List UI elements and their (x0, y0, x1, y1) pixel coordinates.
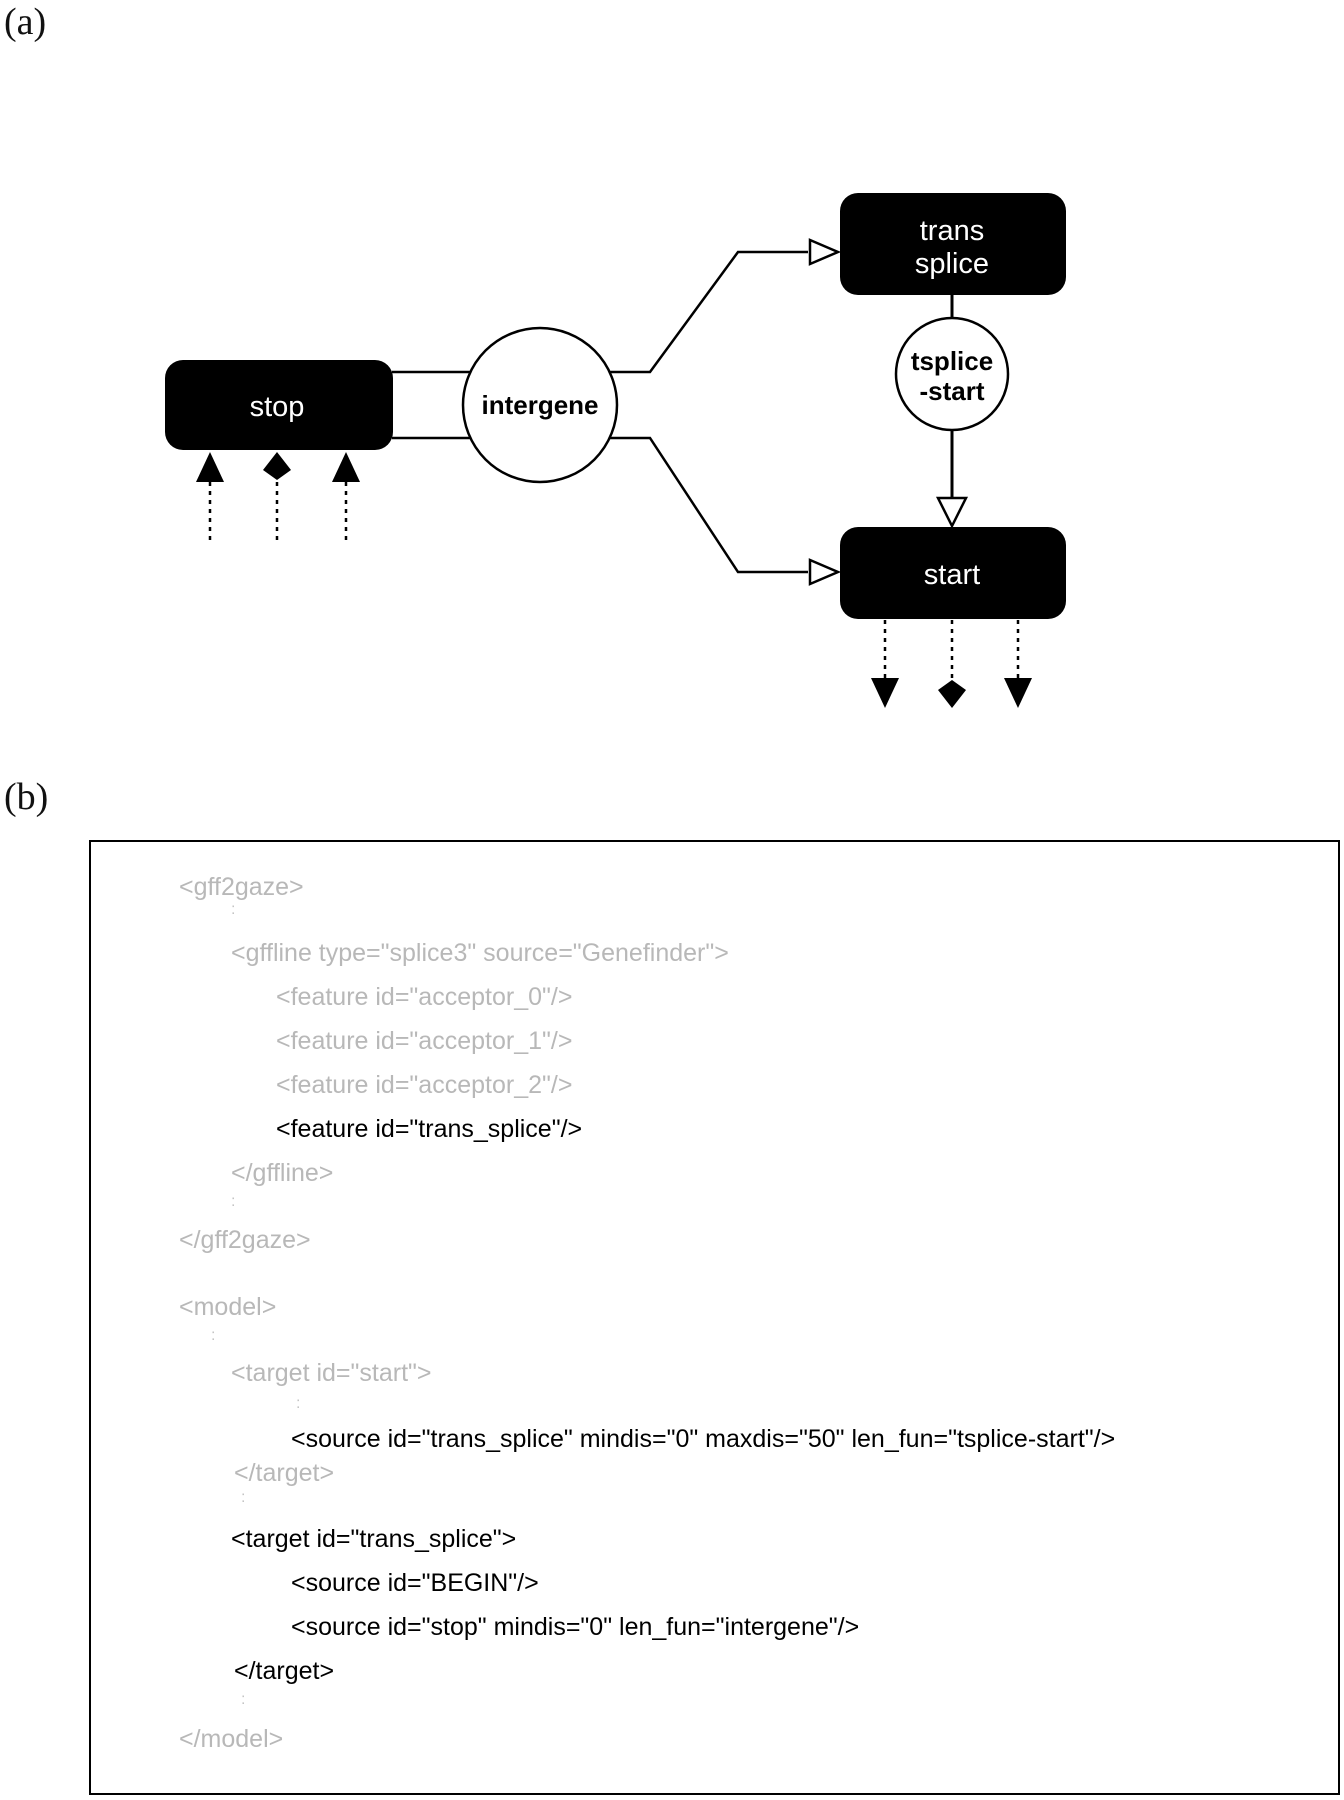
ellipsis-mark: : (296, 1395, 301, 1412)
xml-line-feature-acceptor-0: <feature id="acceptor_0"/> (276, 983, 573, 1011)
xml-line-source-begin: <source id="BEGIN"/> (291, 1569, 539, 1597)
xml-line-gff2gaze-open: <gff2gaze> (179, 873, 304, 901)
xml-line-target-trans-splice-open: <target id="trans_splice"> (231, 1525, 517, 1553)
xml-line-target-start-close: </target> (234, 1459, 335, 1487)
incoming-arrow-3 (332, 452, 360, 482)
edge-intergene-start (605, 436, 808, 574)
arrowhead-start-vertical (935, 496, 969, 529)
xml-line-target-trans-splice-close: </target> (234, 1657, 335, 1685)
xml-line-gff2gaze-close: </gff2gaze> (179, 1226, 311, 1254)
circle-intergene (461, 326, 619, 484)
circle-tsplice-start (894, 316, 1010, 432)
incoming-arrow-2 (263, 452, 291, 480)
ellipsis-mark: : (231, 1193, 236, 1210)
ellipsis-mark: : (211, 1327, 216, 1344)
outgoing-arrow-3 (1004, 678, 1032, 708)
xml-line-gffline-close: </gffline> (231, 1159, 334, 1187)
outgoing-arrow-2 (938, 680, 966, 708)
xml-line-source-stop: <source id="stop" mindis="0" len_fun="in… (291, 1613, 860, 1641)
incoming-arrow-1 (196, 452, 224, 482)
ellipsis-mark: : (241, 1489, 246, 1506)
xml-line-feature-acceptor-2: <feature id="acceptor_2"/> (276, 1071, 573, 1099)
xml-line-gffline-open: <gffline type="splice3" source="Genefind… (231, 939, 729, 967)
panel-label-b: (b) (4, 776, 49, 818)
ellipsis-mark: : (241, 1691, 246, 1708)
edge-intergene-trans-splice (605, 250, 808, 374)
node-stop-label: stop (250, 391, 305, 423)
outgoing-arrow-1 (871, 678, 899, 708)
arrowhead-start (808, 558, 842, 586)
circle-tsplice-label-1: tsplice (911, 346, 993, 376)
xml-line-model-close: </model> (179, 1725, 284, 1753)
circle-intergene-label: intergene (481, 390, 598, 420)
node-stop (165, 360, 393, 450)
xml-line-target-start-open: <target id="start"> (231, 1359, 432, 1387)
panel-label-a: (a) (4, 1, 47, 43)
xml-config-box: <gff2gaze> : <gffline type="splice3" sou… (89, 840, 1340, 1795)
xml-line-source-trans-splice: <source id="trans_splice" mindis="0" max… (291, 1425, 1116, 1453)
node-start-label: start (924, 559, 980, 591)
arrowhead-trans-splice (808, 238, 842, 266)
node-trans-splice-label-1: trans (920, 215, 984, 247)
xml-line-model-open: <model> (179, 1293, 277, 1321)
state-diagram: stop trans splice start intergene tsplic… (165, 193, 1066, 708)
circle-tsplice-label-2: -start (919, 376, 984, 406)
node-trans-splice-label-2: splice (915, 248, 989, 280)
xml-line-feature-acceptor-1: <feature id="acceptor_1"/> (276, 1027, 573, 1055)
ellipsis-mark: : (231, 901, 236, 918)
xml-line-feature-trans-splice: <feature id="trans_splice"/> (276, 1115, 583, 1143)
node-start (840, 527, 1066, 619)
node-trans-splice (840, 193, 1066, 295)
